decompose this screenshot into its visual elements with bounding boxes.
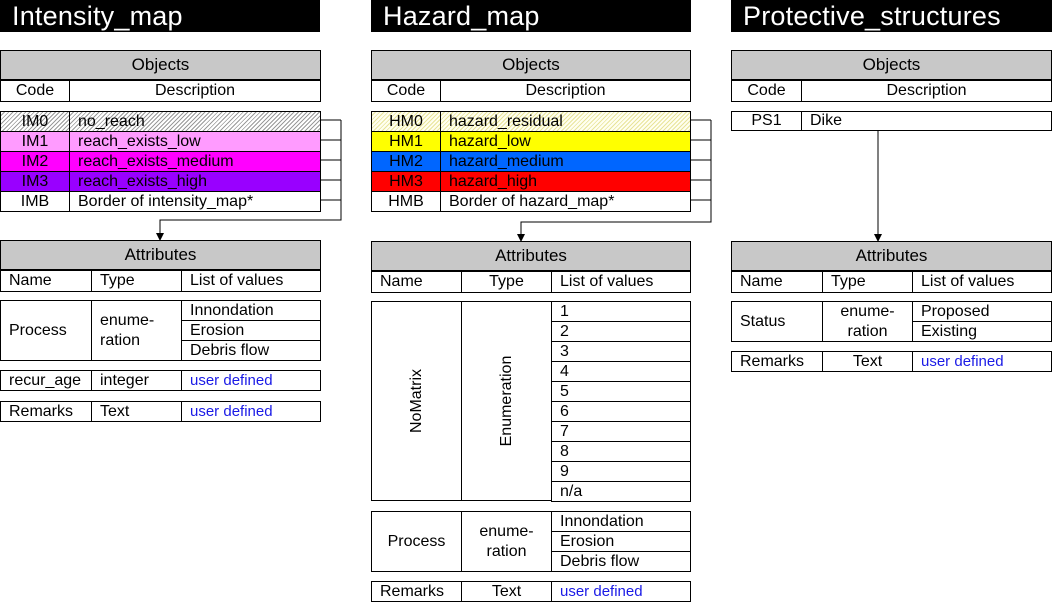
hazard-object-description: Border of hazard_map* — [440, 191, 691, 212]
hazard-object-description: hazard_low — [440, 131, 691, 152]
protective-status-name: Status — [731, 301, 823, 342]
hazard-nomatrix-value: 2 — [551, 321, 691, 342]
protective-objects-header: Objects — [731, 50, 1052, 80]
intensity-object-description: reach_exists_high — [69, 171, 321, 192]
intensity-object-code: IM3 — [0, 171, 70, 192]
intensity-objects-header: Objects — [0, 50, 321, 80]
hazard-code-label: Code — [371, 80, 441, 102]
hazard-object-code: HM3 — [371, 171, 441, 192]
intensity-object-code: IM1 — [0, 131, 70, 152]
hazard-object-description: hazard_residual — [440, 111, 691, 132]
hazard-values-label: List of values — [551, 271, 691, 293]
hazard-object-code: HM0 — [371, 111, 441, 132]
hazard-nomatrix-value: 8 — [551, 441, 691, 462]
protective-status-type-text: enume- ration — [840, 302, 895, 340]
protective-code-label: Code — [731, 80, 802, 102]
intensity-object-description: reach_exists_medium — [69, 151, 321, 172]
hazard-nomatrix-value: 4 — [551, 361, 691, 382]
hazard-object-code: HM1 — [371, 131, 441, 152]
intensity-process-value: Innondation — [181, 300, 321, 321]
protective-status-value: Proposed — [912, 301, 1052, 322]
intensity-recur-age-name: recur_age — [0, 370, 92, 391]
protective-name-label: Name — [731, 271, 823, 293]
hazard-remarks-value: user defined — [551, 581, 691, 602]
hazard-object-code: HMB — [371, 191, 441, 212]
protective-title: Protective_structures — [731, 0, 1052, 32]
intensity-recur-age-type: integer — [91, 370, 182, 391]
intensity-code-label: Code — [0, 80, 70, 102]
intensity-object-description: no_reach — [69, 111, 321, 132]
intensity-title: Intensity_map — [0, 0, 320, 32]
hazard-nomatrix-value: 5 — [551, 381, 691, 402]
intensity-name-label: Name — [0, 270, 92, 292]
protective-status-value: Existing — [912, 321, 1052, 342]
hazard-process-type-text: enume- ration — [479, 522, 534, 560]
hazard-remarks-type: Text — [461, 581, 552, 602]
hazard-object-description: hazard_medium — [440, 151, 691, 172]
intensity-values-label: List of values — [181, 270, 321, 292]
intensity-type-label: Type — [91, 270, 182, 292]
hazard-object-code: HM2 — [371, 151, 441, 172]
protective-remarks-name: Remarks — [731, 351, 823, 372]
intensity-process-name: Process — [0, 300, 92, 361]
intensity-description-label: Description — [69, 80, 321, 102]
protective-description-label: Description — [801, 80, 1052, 102]
intensity-process-value: Erosion — [181, 320, 321, 341]
hazard-nomatrix-value: 3 — [551, 341, 691, 362]
hazard-title: Hazard_map — [371, 0, 691, 32]
hazard-description-label: Description — [440, 80, 691, 102]
hazard-process-value: Debris flow — [551, 551, 691, 572]
hazard-nomatrix-value: 1 — [551, 301, 691, 322]
protective-values-label: List of values — [912, 271, 1052, 293]
protective-object-description: Dike — [801, 111, 1052, 131]
hazard-process-value: Erosion — [551, 531, 691, 552]
hazard-nomatrix-value: n/a — [551, 481, 691, 502]
intensity-object-code: IMB — [0, 191, 70, 212]
intensity-attributes-header: Attributes — [0, 240, 321, 270]
intensity-object-code: IM2 — [0, 151, 70, 172]
hazard-process-type: enume- ration — [461, 511, 552, 572]
intensity-recur-age-value: user defined — [181, 370, 321, 391]
hazard-nomatrix-type-text: Enumeration — [497, 355, 515, 447]
intensity-object-description: Border of intensity_map* — [69, 191, 321, 212]
hazard-object-description: hazard_high — [440, 171, 691, 192]
protective-attributes-header: Attributes — [731, 241, 1052, 271]
intensity-remarks-type: Text — [91, 401, 182, 422]
hazard-nomatrix-value: 7 — [551, 421, 691, 442]
intensity-remarks-name: Remarks — [0, 401, 92, 422]
intensity-process-value: Debris flow — [181, 340, 321, 361]
hazard-nomatrix-value: 9 — [551, 461, 691, 482]
hazard-nomatrix-value: 6 — [551, 401, 691, 422]
intensity-object-description: reach_exists_low — [69, 131, 321, 152]
protective-status-type: enume- ration — [822, 301, 913, 342]
hazard-objects-header: Objects — [371, 50, 691, 80]
hazard-nomatrix-name-text: NoMatrix — [407, 368, 425, 434]
hazard-type-label: Type — [461, 271, 552, 293]
hazard-name-label: Name — [371, 271, 462, 293]
hazard-remarks-name: Remarks — [371, 581, 462, 602]
intensity-remarks-value: user defined — [181, 401, 321, 422]
hazard-nomatrix-name: NoMatrix — [371, 301, 462, 501]
hazard-process-name: Process — [371, 511, 462, 572]
hazard-process-value: Innondation — [551, 511, 691, 532]
intensity-process-type-text: enume- ration — [100, 311, 155, 349]
protective-remarks-value: user defined — [912, 351, 1052, 372]
intensity-process-type: enume- ration — [91, 300, 182, 361]
hazard-attributes-header: Attributes — [371, 241, 691, 271]
protective-type-label: Type — [822, 271, 913, 293]
intensity-object-code: IM0 — [0, 111, 70, 132]
protective-remarks-type: Text — [822, 351, 913, 372]
hazard-nomatrix-type: Enumeration — [461, 301, 552, 501]
protective-object-code: PS1 — [731, 111, 802, 131]
